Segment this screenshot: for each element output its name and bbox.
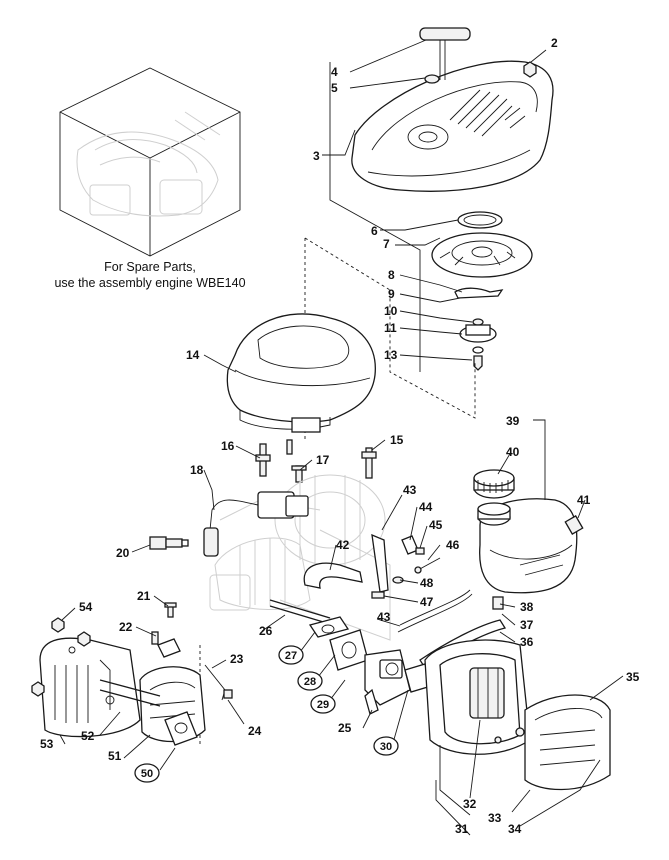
part-label: 35 <box>626 670 640 684</box>
governor-parts <box>371 533 441 599</box>
muffler-assembly <box>31 617 206 746</box>
part-label: 18 <box>190 463 204 477</box>
part-label: 13 <box>384 348 398 362</box>
circled-label-29: 29 <box>310 694 336 714</box>
choke-cable <box>399 589 471 626</box>
part-label: 51 <box>108 749 122 763</box>
starter-handle <box>419 27 471 80</box>
air-filter-assembly <box>424 639 611 791</box>
part-label: 10 <box>384 304 398 318</box>
misc-hardware <box>151 602 233 701</box>
part-label: 15 <box>390 433 404 447</box>
part-label: 42 <box>336 538 350 552</box>
circled-label-27: 27 <box>278 645 304 665</box>
part-label: 39 <box>506 414 520 428</box>
part-label: 33 <box>488 811 502 825</box>
part-label: 36 <box>520 635 534 649</box>
reference-engine-box <box>59 67 241 257</box>
breather-pipe <box>303 562 363 589</box>
svg-text:27: 27 <box>285 650 297 662</box>
part-label: 3 <box>313 149 320 163</box>
part-label: 22 <box>119 620 133 634</box>
leader-lines <box>59 39 624 836</box>
svg-text:29: 29 <box>317 699 329 711</box>
part-label: 6 <box>371 224 378 238</box>
circled-label-50: 50 <box>134 763 160 783</box>
part-label: 16 <box>221 439 235 453</box>
part-label: 43 <box>377 610 391 624</box>
starter-internals <box>431 211 533 371</box>
fuel-tank <box>473 469 584 594</box>
part-label: 24 <box>248 724 262 738</box>
blower-housing <box>226 313 376 433</box>
ignition-coil <box>203 491 309 557</box>
part-label: 26 <box>259 624 273 638</box>
svg-text:50: 50 <box>141 768 153 780</box>
part-label: 41 <box>577 493 591 507</box>
svg-text:30: 30 <box>380 741 392 753</box>
circled-label-28: 28 <box>297 671 323 691</box>
part-label: 45 <box>429 518 443 532</box>
part-label: 17 <box>316 453 330 467</box>
part-label: 53 <box>40 737 54 751</box>
part-label: 40 <box>506 445 520 459</box>
carb-stud-1 <box>269 599 331 619</box>
part-label: 52 <box>81 729 95 743</box>
part-label: 47 <box>420 595 434 609</box>
part-label: 44 <box>419 500 433 514</box>
part-label: 23 <box>230 652 244 666</box>
circled-label-30: 30 <box>373 736 399 756</box>
part-label: 11 <box>384 321 397 335</box>
part-label: 8 <box>388 268 395 282</box>
part-label: 2 <box>551 36 558 50</box>
part-label: 37 <box>520 618 534 632</box>
rope-grommet <box>424 74 440 84</box>
note-line-2: use the assembly engine WBE140 <box>54 276 245 290</box>
part-label: 38 <box>520 600 534 614</box>
svg-text:28: 28 <box>304 676 316 688</box>
studs <box>255 439 377 483</box>
part-label: 32 <box>463 797 477 811</box>
note-line-1: For Spare Parts, <box>104 260 196 274</box>
part-label: 7 <box>383 237 390 251</box>
part-label: 14 <box>186 348 200 362</box>
part-label: 54 <box>79 600 93 614</box>
gaskets <box>308 616 369 671</box>
part-label: 34 <box>508 822 522 836</box>
part-label: 46 <box>446 538 460 552</box>
part-label: 43 <box>403 483 417 497</box>
part-label: 20 <box>116 546 130 560</box>
part-label: 5 <box>331 81 338 95</box>
part-label: 21 <box>137 589 151 603</box>
spark-plug <box>149 536 189 550</box>
part-label: 25 <box>338 721 352 735</box>
cover-nut <box>523 61 537 78</box>
part-label: 31 <box>455 822 469 836</box>
part-label: 48 <box>420 576 434 590</box>
part-label: 9 <box>388 287 395 301</box>
part-label: 4 <box>331 65 338 79</box>
carburetor <box>364 649 411 715</box>
carb-stud-2 <box>269 605 331 625</box>
starter-cover <box>351 60 554 192</box>
fuel-filter <box>492 596 504 610</box>
